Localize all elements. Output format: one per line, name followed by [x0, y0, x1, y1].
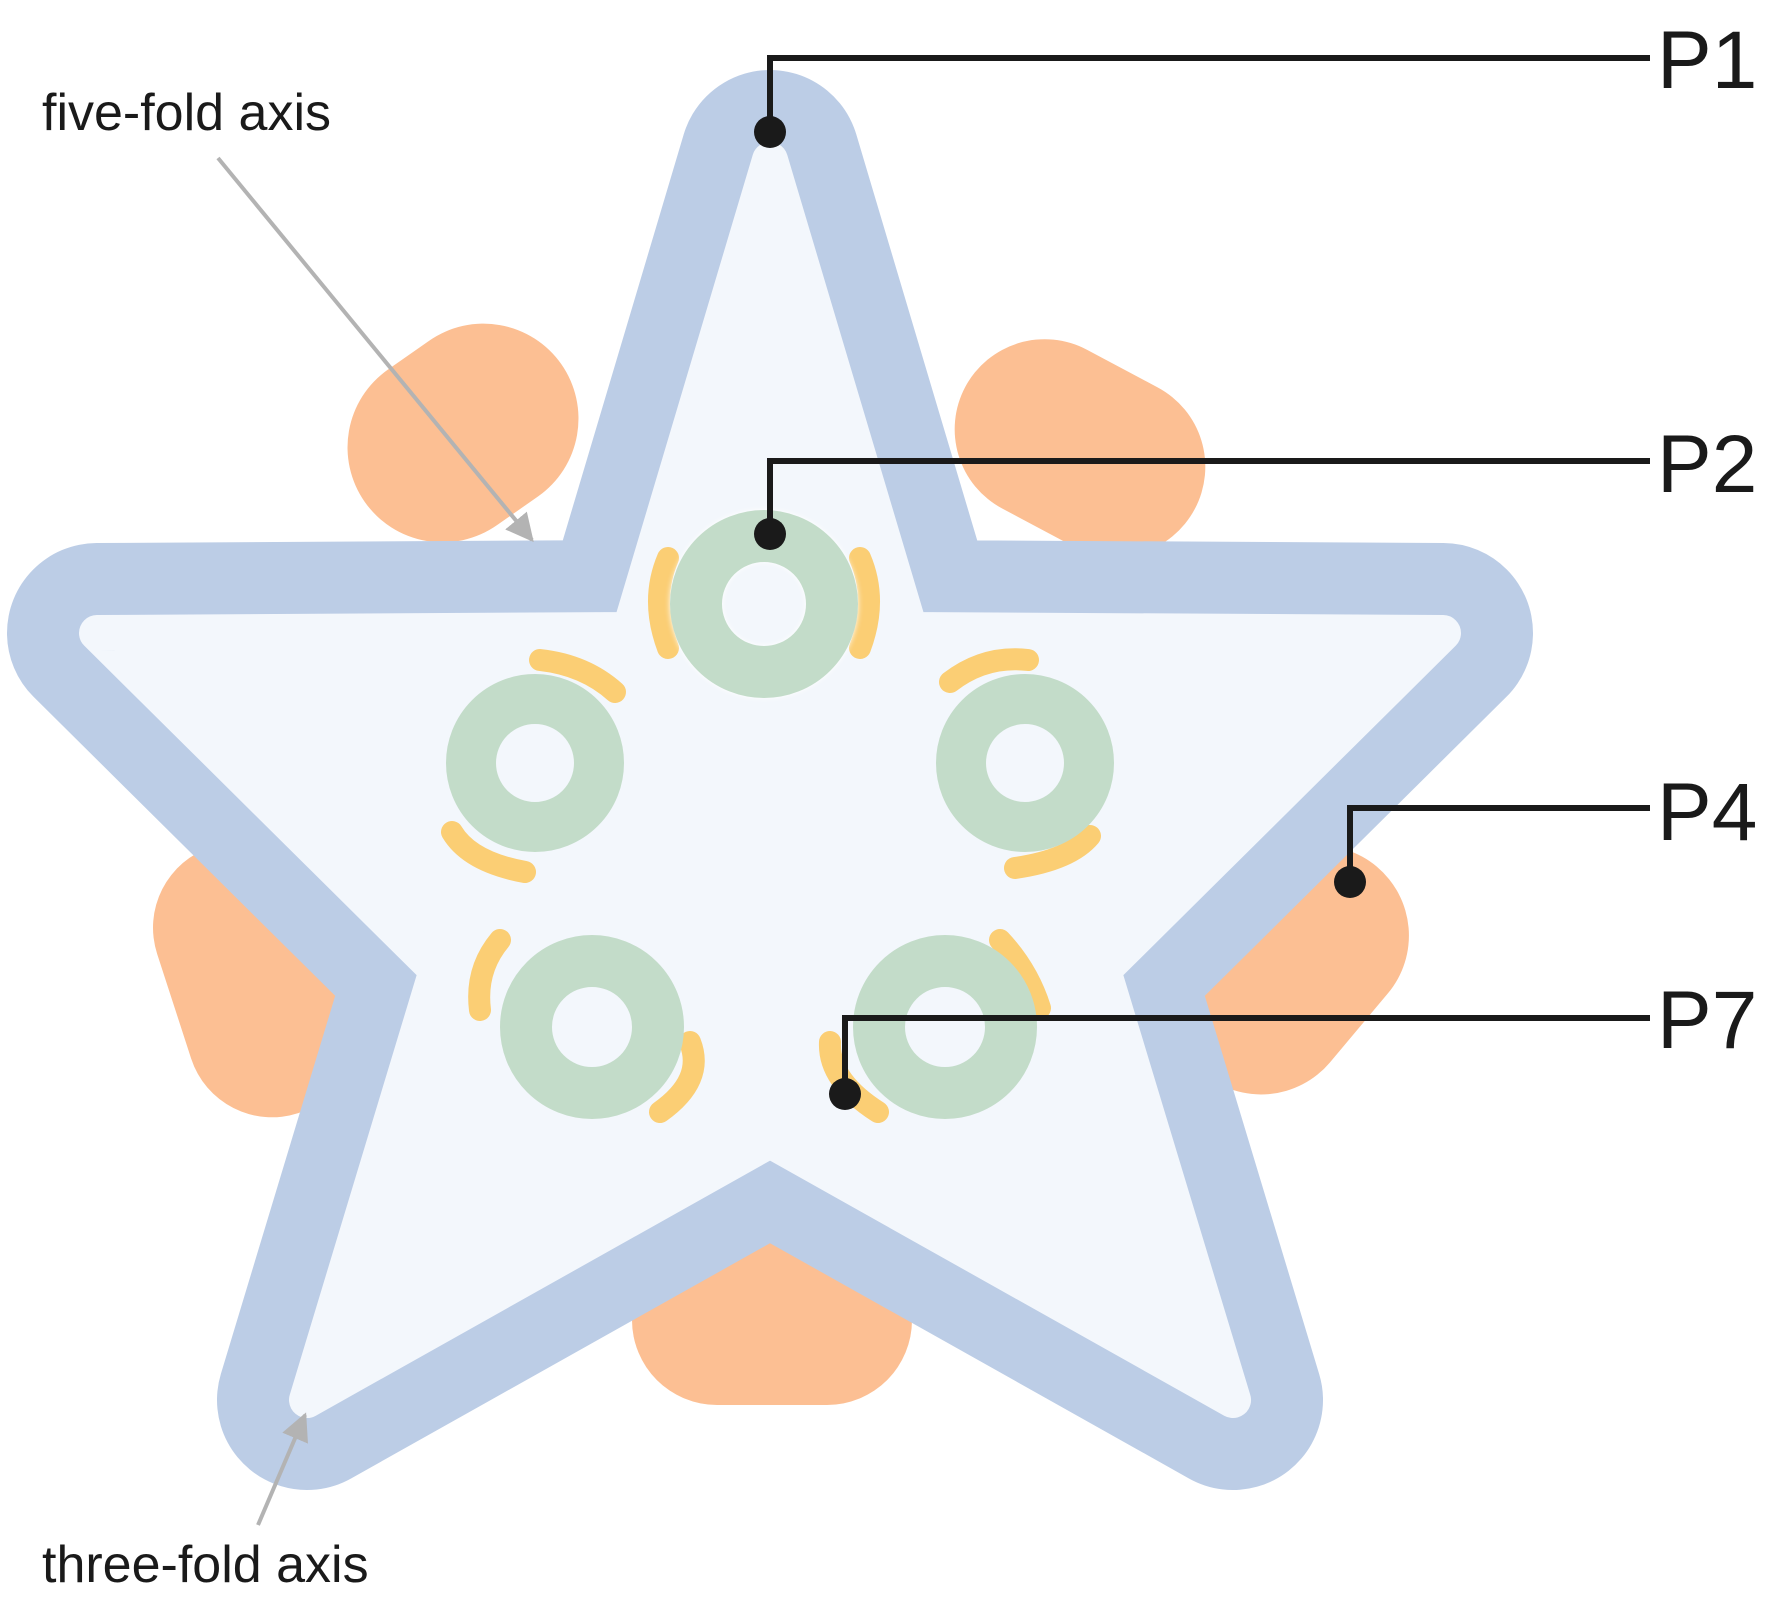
- p4-leader: [1347, 805, 1650, 882]
- p2-complex-lower-left: [468, 929, 705, 1123]
- p1-label: P1: [1657, 15, 1757, 106]
- p7-clip: [1004, 825, 1101, 879]
- p2-ring: [446, 674, 624, 852]
- leader-lines: [767, 55, 1650, 1094]
- p4-blob-upper-right: [954, 339, 1206, 557]
- p4-dot: [1334, 866, 1366, 898]
- p7-clip: [989, 929, 1051, 1019]
- p2-ring: [500, 935, 684, 1119]
- p2-ring: [936, 674, 1114, 852]
- p7-clip: [529, 649, 626, 703]
- leader-dots: [754, 116, 1366, 1110]
- three-fold-axis-label: three-fold axis: [42, 1536, 369, 1594]
- p4-blob-upper-left: [347, 323, 579, 543]
- p1-dot: [754, 116, 786, 148]
- p7-label: P7: [1657, 975, 1757, 1066]
- five-fold-axis-label: five-fold axis: [42, 84, 331, 142]
- p2-leader: [767, 458, 1650, 534]
- p7-dot: [829, 1078, 861, 1110]
- three-fold-axis-arrow: [256, 1412, 308, 1526]
- p7-clip: [441, 821, 536, 883]
- p7-clip: [849, 547, 880, 659]
- p2-label: P2: [1657, 419, 1757, 510]
- five-fold-axis-arrow: [216, 156, 534, 543]
- p2-complex-right: [936, 648, 1114, 879]
- p1-shell-core: [79, 142, 1461, 1418]
- p2-complexes: [441, 510, 1114, 1123]
- p7-clip: [649, 1031, 705, 1123]
- p7-clip: [818, 1031, 889, 1123]
- p2-complex-left: [441, 649, 626, 883]
- p2-complex-lower-right: [818, 929, 1051, 1123]
- p7-clip: [939, 648, 1039, 693]
- p1-leader: [767, 55, 1650, 132]
- p2-dot: [754, 518, 786, 550]
- p2-ring: [853, 935, 1037, 1119]
- p7-clip: [648, 547, 679, 659]
- p4-label: P4: [1657, 767, 1757, 858]
- p7-clip: [468, 929, 511, 1021]
- p7-leader: [842, 1015, 1650, 1094]
